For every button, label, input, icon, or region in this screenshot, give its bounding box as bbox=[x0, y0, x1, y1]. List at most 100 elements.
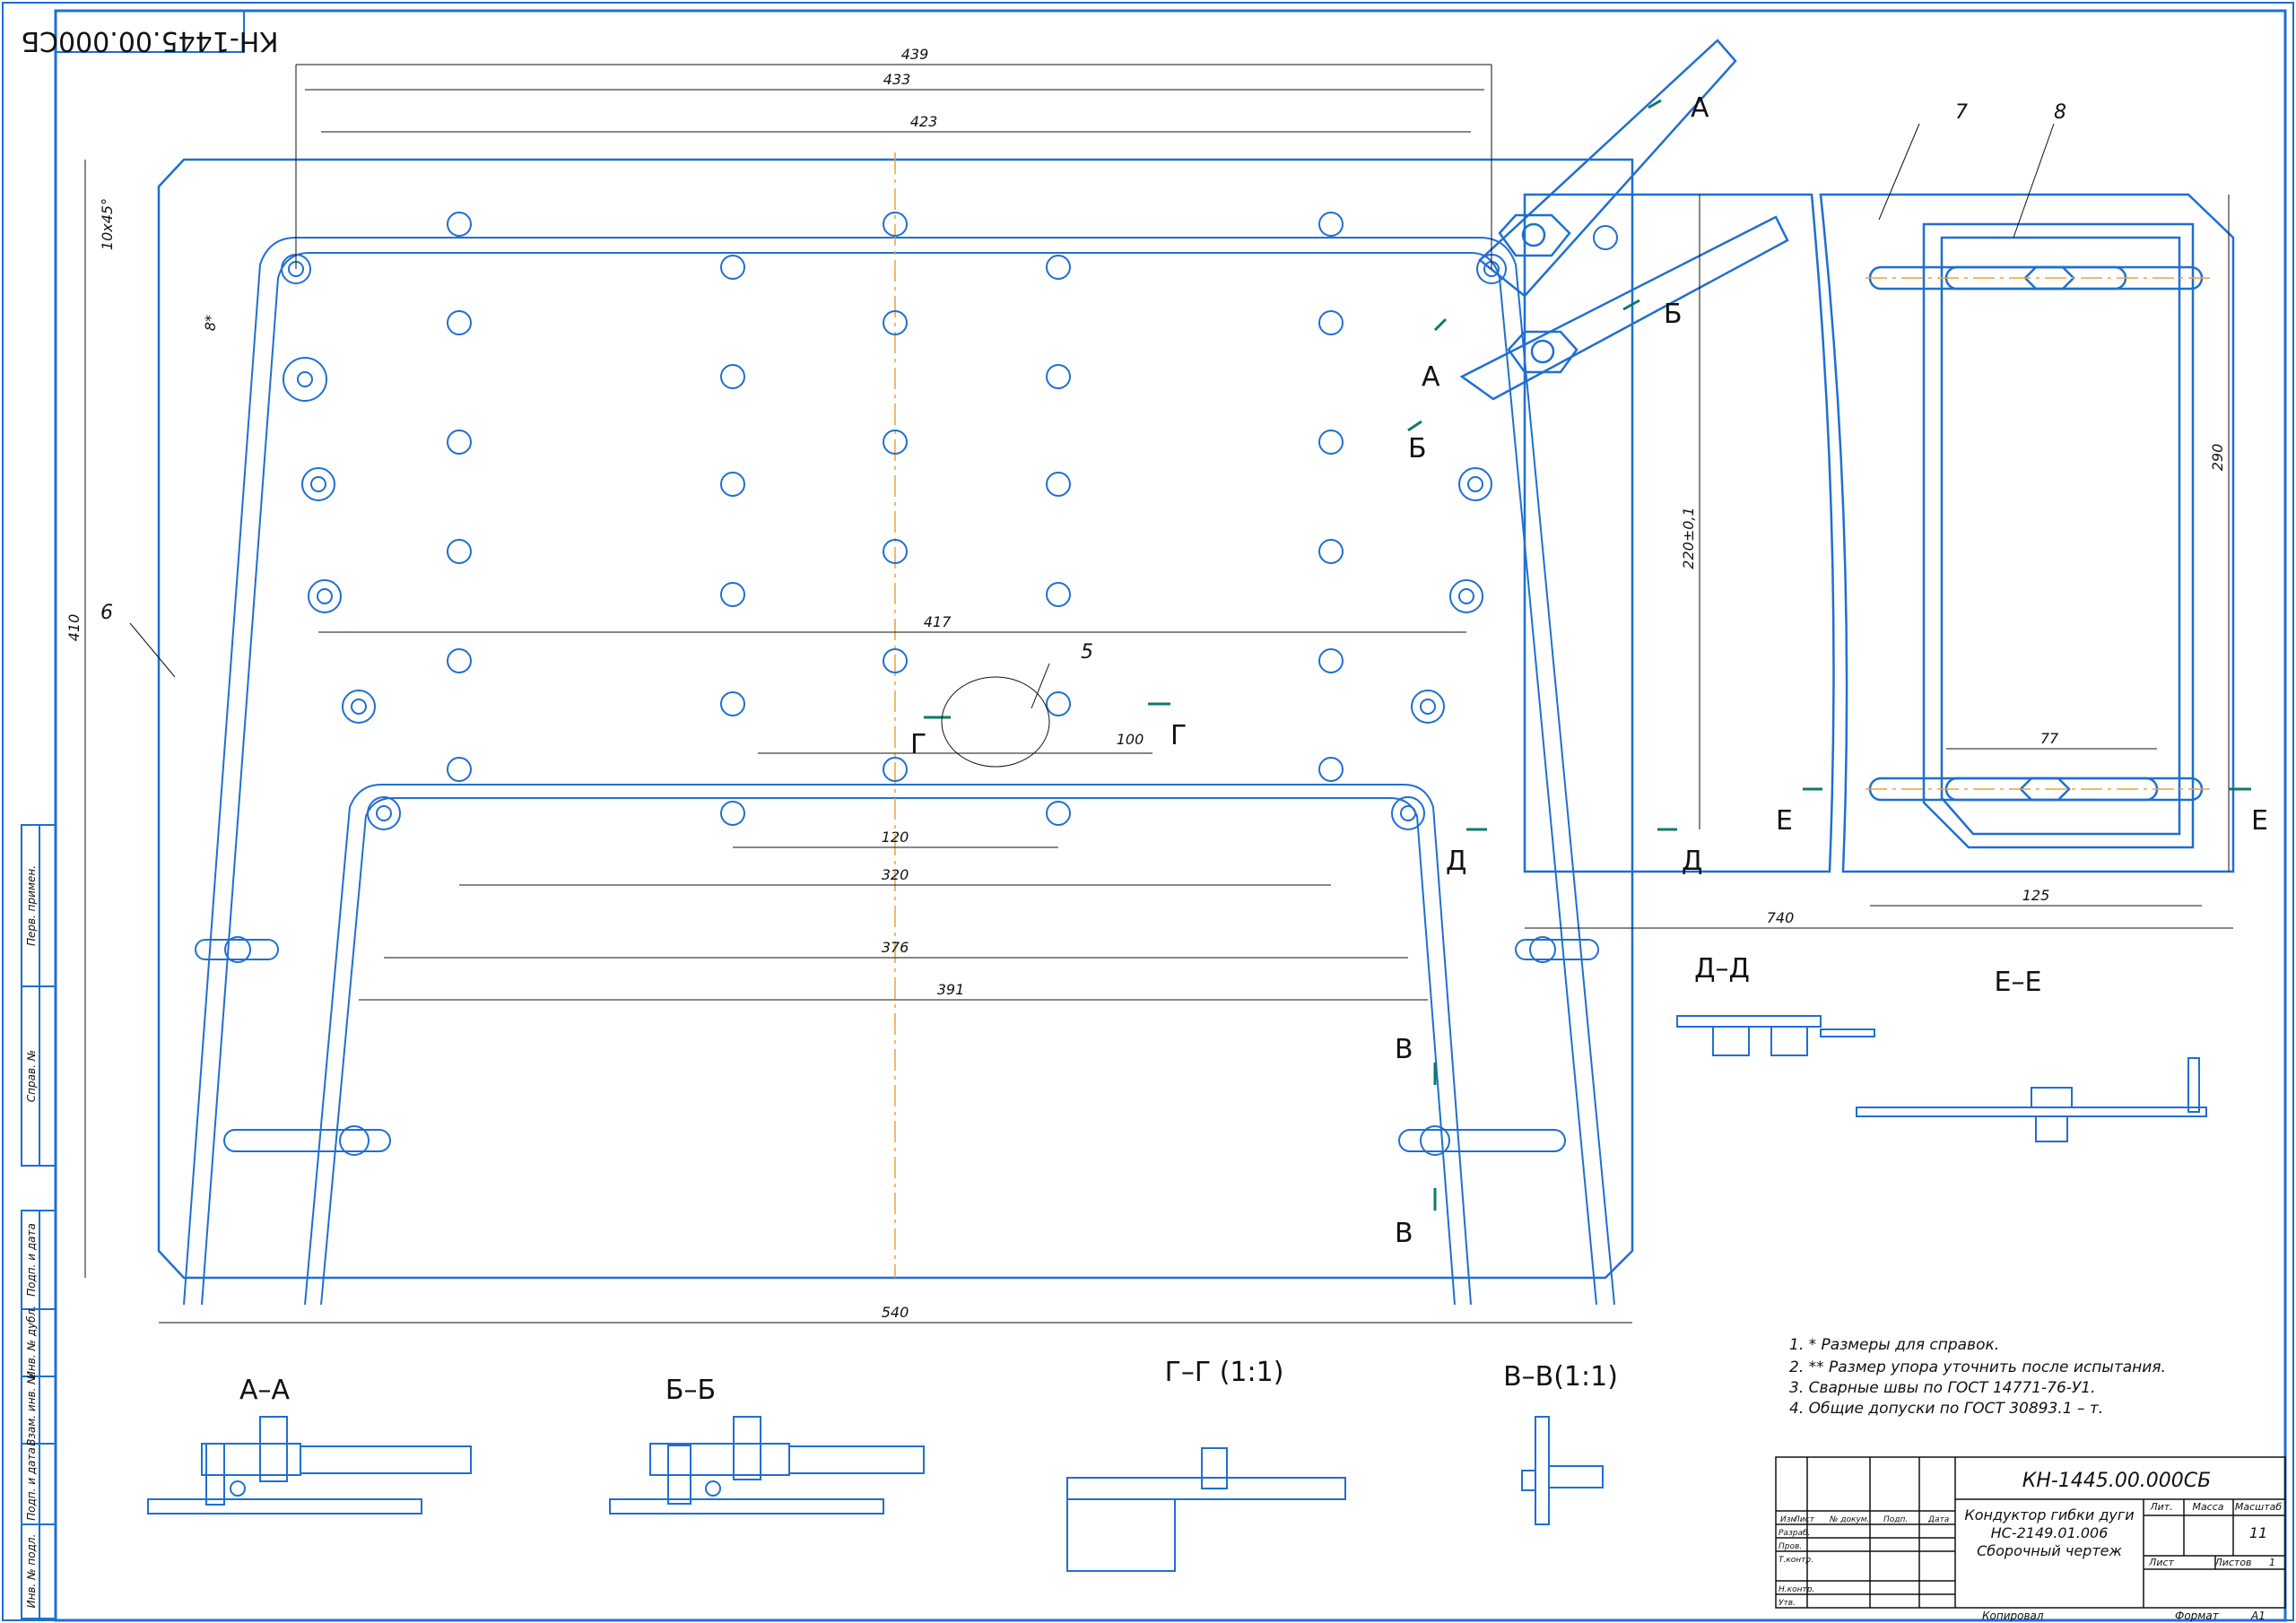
hdr-scale: Масштаб bbox=[2235, 1501, 2282, 1513]
top-stamp-code: КН-1445.00.000СБ bbox=[21, 25, 278, 56]
technical-notes: 1. * Размеры для справок. 2. ** Размер у… bbox=[1789, 1336, 2166, 1418]
dim-77: 77 bbox=[2040, 730, 2059, 747]
cut-mark-labels: А А Б Б Г Г Д Д Е Е В В bbox=[910, 92, 2268, 1249]
role-tkontr: Т.контр. bbox=[1779, 1556, 1813, 1565]
dim-320: 320 bbox=[882, 866, 909, 883]
dim-417: 417 bbox=[924, 613, 952, 630]
cut-d2: Д bbox=[1682, 846, 1702, 877]
dim-290: 290 bbox=[2209, 444, 2226, 472]
dim-540: 540 bbox=[882, 1304, 909, 1321]
cut-v1: В bbox=[1395, 1034, 1413, 1065]
pos-8: 8 bbox=[2054, 101, 2066, 124]
detail-circle bbox=[941, 676, 1050, 768]
role-razrab: Разраб. bbox=[1779, 1529, 1810, 1538]
title-aa: А–А bbox=[239, 1375, 291, 1406]
hole-grid bbox=[281, 212, 1618, 830]
sheets-value: 1 bbox=[2269, 1557, 2275, 1568]
dim-40: 8* bbox=[202, 315, 219, 331]
clamp-arms bbox=[1459, 39, 1789, 401]
side-labels: Перв. примен. Справ. № Подп. и дата Инв.… bbox=[25, 865, 38, 1608]
note-4: 4. Общие допуски по ГОСТ 30893.1 – т. bbox=[1789, 1400, 2103, 1418]
cut-d1: Д bbox=[1446, 846, 1466, 877]
hdr-lit: Лит. bbox=[2149, 1501, 2172, 1513]
dim-439: 439 bbox=[901, 46, 929, 63]
title-line1: Кондуктор гибки дуги bbox=[1964, 1506, 2134, 1523]
cut-e2: Е bbox=[2251, 805, 2268, 837]
section-aa bbox=[147, 1416, 472, 1515]
note-2: 2. ** Размер упора уточнить после испыта… bbox=[1789, 1358, 2166, 1376]
dim-220: 220±0,1 bbox=[1680, 507, 1697, 568]
section-gg bbox=[1066, 1447, 1346, 1572]
section-bb bbox=[609, 1416, 925, 1515]
dim-433: 433 bbox=[883, 71, 911, 88]
cut-v2: В bbox=[1395, 1218, 1413, 1249]
dim-100: 100 bbox=[1117, 731, 1144, 748]
dim-740: 740 bbox=[1767, 909, 1795, 926]
title-ee: Е–Е bbox=[1995, 967, 2042, 998]
hdr-mass: Масса bbox=[2192, 1501, 2223, 1513]
dim-120: 120 bbox=[882, 829, 909, 846]
cut-g2: Г bbox=[910, 729, 926, 760]
title-block bbox=[1775, 1456, 2286, 1609]
role-utv: Утв. bbox=[1779, 1599, 1796, 1608]
section-ee bbox=[1856, 1057, 2207, 1142]
title-line3: Сборочный чертеж bbox=[1977, 1542, 2122, 1559]
title-gg: Г–Г (1:1) bbox=[1165, 1357, 1284, 1388]
format-label: Формат bbox=[2175, 1610, 2220, 1622]
top-stamp-box bbox=[55, 10, 245, 53]
dim-chamfer: 10х45° bbox=[99, 198, 116, 250]
hdr-sheets: Листов bbox=[2213, 1557, 2251, 1568]
pos-6: 6 bbox=[100, 602, 113, 624]
left-side-strip bbox=[21, 824, 57, 1619]
cut-b2: Б bbox=[1408, 433, 1427, 464]
hdr-sheet: Лист bbox=[2148, 1557, 2174, 1568]
right-plate-7 bbox=[1523, 193, 2235, 873]
copied-label: Копировал bbox=[1982, 1610, 2044, 1622]
side-label-podp2: Подп. и дата bbox=[25, 1447, 38, 1521]
pos-7: 7 bbox=[1955, 101, 1968, 124]
side-label-perv: Перв. примен. bbox=[25, 865, 38, 946]
hdr-izm: Изм bbox=[1780, 1515, 1797, 1524]
section-titles: А–А Б–Б Г–Г (1:1) В–В(1:1) Д–Д Е–Е bbox=[239, 953, 2041, 1406]
side-label-inv: Инв. № подл. bbox=[25, 1534, 38, 1609]
drawing-frame bbox=[54, 9, 2287, 1622]
title-bb: Б–Б bbox=[665, 1375, 716, 1406]
section-vv bbox=[1521, 1416, 1604, 1525]
side-label-dubl: Инв. № дубл. bbox=[25, 1306, 38, 1379]
cut-g1: Г bbox=[1170, 720, 1187, 751]
dim-125: 125 bbox=[2022, 887, 2050, 904]
note-1: 1. * Размеры для справок. bbox=[1789, 1336, 1999, 1354]
slots bbox=[195, 936, 1599, 1156]
title-line2: НС-2149.01.006 bbox=[1991, 1524, 2109, 1541]
side-label-vzam: Взам. инв. № bbox=[25, 1373, 38, 1445]
title-block-text: КН-1445.00.000СБ Кондуктор гибки дуги НС… bbox=[1779, 1470, 2282, 1622]
section-dd bbox=[1676, 1015, 1875, 1056]
hdr-date: Дата bbox=[1927, 1515, 1949, 1524]
side-label-sprav: Справ. № bbox=[25, 1050, 38, 1102]
pos-5: 5 bbox=[1081, 641, 1093, 664]
title-dd: Д–Д bbox=[1694, 953, 1750, 985]
dimension-lines bbox=[84, 64, 2233, 1324]
clamp-frame-8 bbox=[1868, 222, 2204, 849]
side-label-podp1: Подп. и дата bbox=[25, 1223, 38, 1297]
note-3: 3. Сварные швы по ГОСТ 14771-76-У1. bbox=[1789, 1379, 2096, 1397]
format-value: А1 bbox=[2250, 1610, 2266, 1622]
hdr-podp: Подп. bbox=[1883, 1515, 1908, 1524]
dim-391: 391 bbox=[937, 981, 965, 998]
position-leaders bbox=[129, 123, 2055, 709]
dim-410: 410 bbox=[65, 614, 83, 642]
cut-a2: А bbox=[1422, 361, 1440, 393]
title-code: КН-1445.00.000СБ bbox=[2022, 1470, 2212, 1492]
dim-423: 423 bbox=[910, 113, 938, 130]
cut-b1: Б bbox=[1664, 299, 1683, 330]
role-prov: Пров. bbox=[1779, 1542, 1802, 1551]
dimension-texts: 439 433 423 417 376 391 320 120 540 410 … bbox=[65, 46, 2226, 1321]
cut-a1: А bbox=[1691, 92, 1709, 124]
role-nkontr: Н.контр. bbox=[1779, 1585, 1814, 1594]
cut-marks bbox=[924, 99, 2251, 1211]
cut-e1: Е bbox=[1776, 805, 1793, 837]
position-numbers: 6 7 8 5 bbox=[100, 101, 2066, 664]
hdr-list: Лист bbox=[1793, 1515, 1815, 1524]
